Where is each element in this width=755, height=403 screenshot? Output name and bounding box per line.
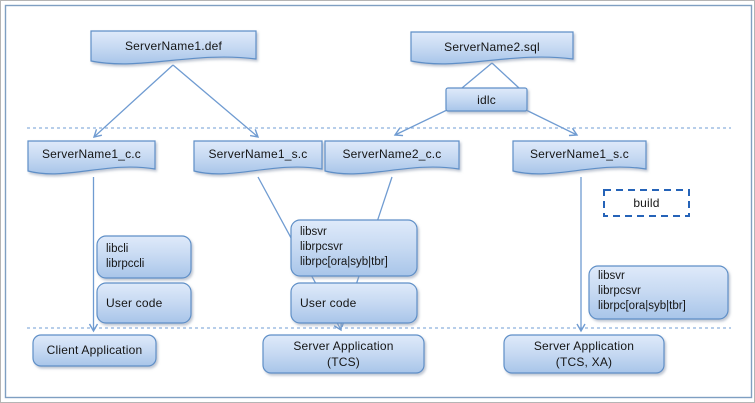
- connector-sql-to-idlc-right: [491, 62, 520, 89]
- box-client-libs: [96, 235, 192, 279]
- doc-shape-servername2-c-c: [324, 140, 460, 175]
- doc-shape-servername2-sql: [410, 31, 574, 65]
- box-server-app-tcs: [262, 334, 425, 374]
- connector-idlc-to-s1s-right: [525, 109, 579, 137]
- box-user-code-mid: [290, 282, 418, 324]
- doc-shape-servername1-c-c: [27, 140, 156, 175]
- box-server-libs-mid: [290, 219, 418, 277]
- connector-def-to-s1s: [172, 64, 260, 138]
- box-user-code-left: [96, 282, 192, 324]
- process-shape-idlc: [445, 87, 528, 112]
- box-client-app: [32, 334, 157, 367]
- connector-idlc-to-s2c: [393, 109, 448, 137]
- diagram-frame: [4, 4, 753, 399]
- connector-sql-to-idlc-left: [461, 62, 493, 89]
- box-server-libs-right: [588, 265, 729, 320]
- connector-def-to-c1c: [92, 64, 174, 138]
- doc-shape-servername1-s-c-right: [512, 140, 647, 175]
- doc-shape-servername1-def: [90, 30, 257, 65]
- box-server-app-tcs-xa: [503, 334, 665, 374]
- build-legend-shape: [603, 189, 690, 217]
- doc-shape-servername1-s-c: [193, 140, 323, 175]
